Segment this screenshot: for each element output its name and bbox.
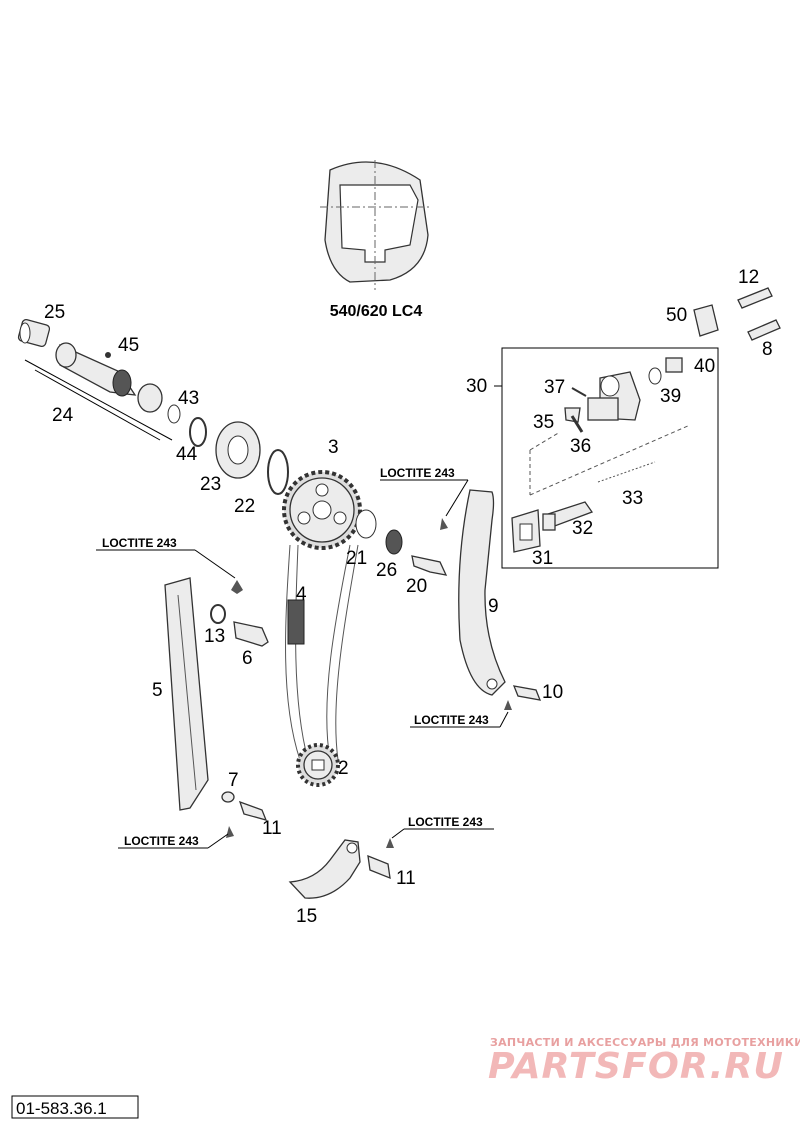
watermark-tagline: ЗАПЧАСТИ И АКСЕССУАРЫ ДЛЯ МОТОТЕХНИКИ	[490, 1036, 800, 1049]
callout-9: 9	[488, 596, 499, 617]
bearing-23	[215, 421, 261, 479]
callout-2: 2	[338, 758, 349, 779]
ring-43	[167, 404, 181, 424]
callout-11b: 11	[396, 868, 416, 889]
loctite-drop-3	[440, 518, 448, 530]
diagram-code: 01-583.36.1	[16, 1099, 107, 1118]
callout-11a: 11	[262, 818, 282, 839]
watermark-brand: PARTSFOR.RU	[488, 1046, 784, 1087]
callout-7: 7	[228, 770, 239, 791]
screw-8	[747, 319, 781, 341]
pin-37	[571, 387, 587, 397]
chain-link-4	[287, 599, 305, 645]
seal-26	[385, 529, 403, 555]
callout-8: 8	[762, 339, 773, 360]
callout-33: 33	[622, 488, 643, 509]
callout-13: 13	[204, 626, 225, 647]
callout-12: 12	[738, 267, 759, 288]
callout-35: 35	[533, 412, 554, 433]
tensioner-assembly	[511, 357, 691, 553]
ring-39	[648, 367, 662, 385]
screw-10	[512, 685, 542, 701]
pin-45	[105, 352, 111, 358]
diagram-code-box	[11, 1095, 139, 1119]
plug-40	[665, 357, 683, 373]
callout-23: 23	[200, 474, 221, 495]
callout-6: 6	[242, 648, 253, 669]
callout-43: 43	[178, 388, 199, 409]
chain-guide-rail-5	[164, 577, 209, 811]
loctite-drop-5	[386, 838, 394, 848]
loctite-label-1: LOCTITE 243	[102, 536, 177, 550]
callout-45: 45	[118, 335, 139, 356]
callout-21: 21	[346, 548, 367, 569]
bracket-50	[693, 304, 719, 337]
callout-3: 3	[328, 437, 339, 458]
screw-11b	[367, 854, 391, 880]
nut-43	[137, 383, 163, 413]
washer-7	[221, 791, 235, 803]
timing-chain-4	[285, 544, 359, 761]
head-cover-drawing	[320, 160, 430, 290]
spring-36	[570, 415, 584, 433]
crankshaft-sprocket-2	[296, 743, 340, 787]
callout-50: 50	[666, 305, 687, 326]
callout-26: 26	[376, 560, 397, 581]
camshaft-sprocket-3	[282, 470, 362, 550]
circlip-22	[267, 449, 289, 495]
loctite-label-2: LOCTITE 243	[380, 466, 455, 480]
callout-10: 10	[542, 682, 563, 703]
callout-40: 40	[694, 356, 715, 377]
callout-4: 4	[296, 584, 307, 605]
spring-33	[597, 461, 656, 483]
chain-guide-15	[288, 839, 361, 899]
bolt-20	[411, 555, 448, 576]
part-35	[564, 407, 581, 423]
loctite-label-4: LOCTITE 243	[124, 834, 199, 848]
screw-11a	[238, 800, 268, 821]
callout-22: 22	[234, 496, 255, 517]
pin-6	[233, 621, 269, 647]
loctite-label-5: LOCTITE 243	[408, 815, 483, 829]
callout-39: 39	[660, 386, 681, 407]
ring-13	[210, 604, 226, 624]
tensioner-box-30	[501, 347, 719, 569]
callout-15: 15	[296, 906, 317, 927]
screw-12	[737, 287, 773, 309]
camshaft-group	[17, 319, 207, 447]
callout-36: 36	[570, 436, 591, 457]
callout-32: 32	[572, 518, 593, 539]
callout-5: 5	[152, 680, 163, 701]
callout-20: 20	[406, 576, 427, 597]
loctite-drop-2	[226, 826, 234, 838]
loctite-drop-4	[504, 700, 512, 710]
callout-24: 24	[52, 405, 74, 426]
loctite-drop-1	[231, 580, 243, 594]
ring-44	[189, 417, 207, 447]
callout-31: 31	[532, 548, 553, 569]
model-label: 540/620 LC4	[330, 303, 423, 320]
tensioner-rail-9	[458, 489, 506, 696]
washer-21	[355, 509, 377, 539]
callout-30: 30	[466, 376, 487, 397]
callout-37: 37	[544, 377, 565, 398]
callout-44: 44	[176, 444, 198, 465]
loctite-label-3: LOCTITE 243	[414, 713, 489, 727]
callout-25: 25	[44, 302, 65, 323]
